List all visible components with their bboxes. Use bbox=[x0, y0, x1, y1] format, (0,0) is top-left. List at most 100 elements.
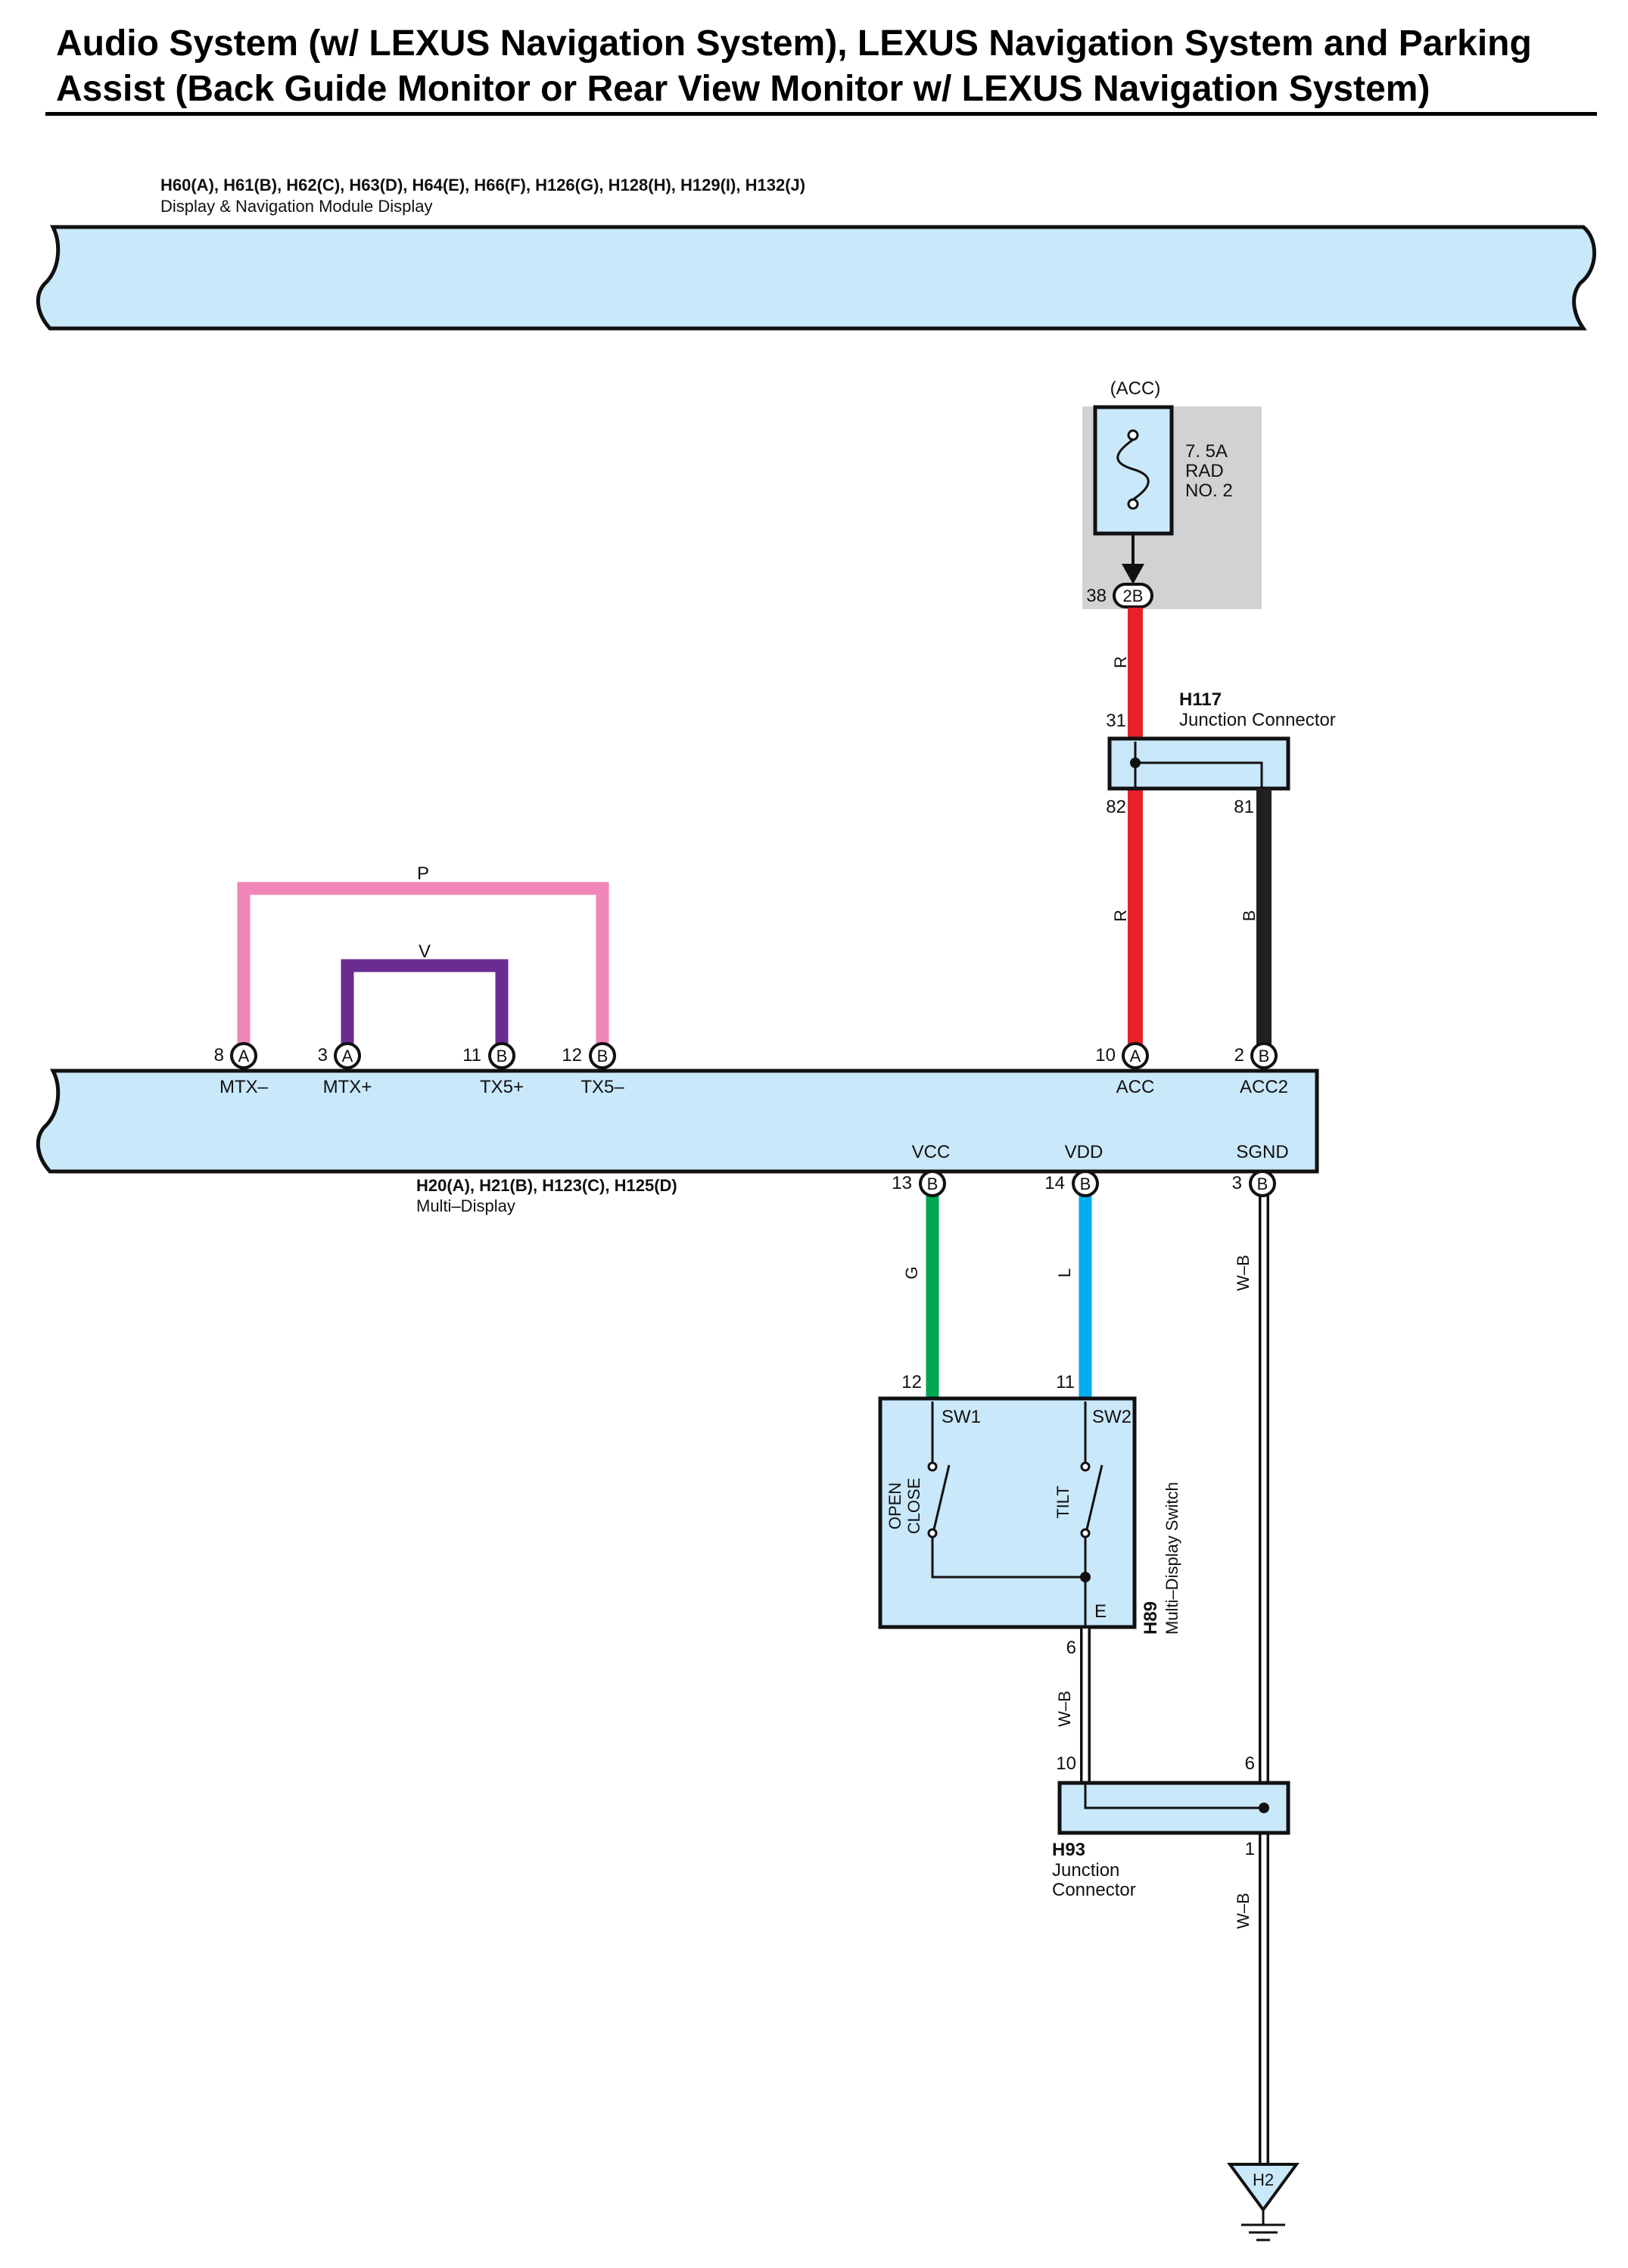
fuse-name-2: NO. 2 bbox=[1185, 481, 1233, 501]
pin-acc2-number: 2 bbox=[1234, 1045, 1244, 1066]
h93-name-2: Connector bbox=[1052, 1880, 1136, 1900]
pin-acc-connector: A bbox=[1130, 1047, 1141, 1066]
pin-vdd-connector: B bbox=[1080, 1174, 1091, 1193]
h89-sw2-function: TILT bbox=[1054, 1486, 1072, 1519]
pin-sgnd-connector: B bbox=[1257, 1174, 1268, 1193]
h89-sw1-label: SW1 bbox=[942, 1407, 981, 1427]
h89-e-label: E bbox=[1094, 1601, 1107, 1622]
wire-v bbox=[341, 959, 509, 1049]
h117-pin-b: 81 bbox=[1234, 797, 1254, 817]
pin-vcc-connector: B bbox=[927, 1174, 939, 1193]
h93-pin-out: 1 bbox=[1245, 1839, 1255, 1859]
pin-vcc-label: VCC bbox=[912, 1142, 951, 1162]
fuse-pin-number: 38 bbox=[1086, 586, 1107, 606]
h89-name: Multi–Display Switch bbox=[1163, 1482, 1181, 1635]
pin-mtx-minus-number: 8 bbox=[214, 1045, 224, 1066]
title-line-1: Audio System (w/ LEXUS Navigation System… bbox=[56, 23, 1532, 64]
h117-internal-link bbox=[1134, 742, 1263, 790]
h117-splice-point bbox=[1130, 758, 1141, 768]
pin-vdd-number: 14 bbox=[1044, 1173, 1065, 1193]
multi-display-connectors: H20(A), H21(B), H123(C), H125(D) bbox=[416, 1176, 677, 1195]
pin-tx5-plus-number: 11 bbox=[462, 1045, 481, 1066]
pin-acc-label: ACC bbox=[1116, 1077, 1155, 1097]
pin-sgnd-number: 3 bbox=[1232, 1173, 1242, 1193]
h89-body bbox=[878, 1396, 1137, 1629]
wire-v-label: V bbox=[419, 941, 431, 962]
h93-pin-left: 10 bbox=[1056, 1753, 1076, 1774]
h89-splice-point bbox=[1080, 1572, 1091, 1582]
pin-mtx-plus: 3 A MTX+ bbox=[318, 1042, 372, 1097]
h117-name: Junction Connector bbox=[1179, 710, 1336, 730]
pin-acc2-label: ACC2 bbox=[1240, 1077, 1288, 1097]
pin-tx5-minus-label: TX5– bbox=[581, 1077, 624, 1097]
pin-tx5-plus-label: TX5+ bbox=[480, 1077, 524, 1097]
ground-icon bbox=[1227, 2163, 1300, 2242]
diagram-title: Audio System (w/ LEXUS Navigation System… bbox=[56, 21, 1600, 112]
wire-l-label: L bbox=[1055, 1268, 1074, 1277]
fuse-icon bbox=[1116, 429, 1150, 510]
fuse-connector-terminal bbox=[1113, 583, 1153, 608]
wire-wb-sgnd-label: W–B bbox=[1234, 1255, 1253, 1291]
pin-tx5-plus-connector: B bbox=[496, 1047, 508, 1066]
h89-sw1-function-1: OPEN bbox=[886, 1482, 904, 1529]
wire-p-label: P bbox=[417, 863, 429, 884]
fuse-name-1: RAD bbox=[1185, 461, 1224, 481]
pin-tx5-minus-number: 12 bbox=[562, 1045, 582, 1066]
h93-pin-right: 6 bbox=[1245, 1753, 1255, 1774]
pin-mtx-minus-label: MTX– bbox=[219, 1077, 269, 1097]
wire-wb-switch-label: W–B bbox=[1055, 1691, 1074, 1727]
h89-sw2-switch bbox=[1080, 1402, 1103, 1627]
title-underline bbox=[45, 112, 1597, 116]
pin-vdd-label: VDD bbox=[1065, 1142, 1103, 1162]
pin-sgnd: 3 B bbox=[1232, 1170, 1276, 1197]
pin-vcc: 13 B bbox=[892, 1170, 946, 1197]
h89-id: H89 bbox=[1141, 1601, 1161, 1635]
pin-mtx-plus-label: MTX+ bbox=[323, 1077, 372, 1097]
fuse-connector-label: 2B bbox=[1123, 586, 1144, 605]
h93-id: H93 bbox=[1052, 1840, 1085, 1860]
fuse-power-label: (ACC) bbox=[1110, 378, 1161, 399]
pin-tx5-plus: 11 B TX5+ bbox=[462, 1042, 524, 1097]
h89-sw1-function-2: CLOSE bbox=[904, 1478, 923, 1535]
pin-sgnd-label: SGND bbox=[1236, 1142, 1288, 1162]
pin-mtx-minus-connector: A bbox=[238, 1047, 250, 1066]
wire-wb-ground-label: W–B bbox=[1234, 1893, 1253, 1929]
display-module-connectors: H60(A), H61(B), H62(C), H63(D), H64(E), … bbox=[160, 176, 805, 194]
h93-name-1: Junction bbox=[1052, 1860, 1119, 1881]
h89-sw1-switch bbox=[927, 1402, 1084, 1579]
h93-splice-point bbox=[1259, 1803, 1269, 1813]
title-line-2: Assist (Back Guide Monitor or Rear View … bbox=[56, 69, 1430, 109]
pin-mtx-plus-number: 3 bbox=[318, 1045, 328, 1066]
h89-pin-e: 6 bbox=[1066, 1638, 1076, 1658]
pin-acc2-connector: B bbox=[1259, 1047, 1270, 1066]
pin-mtx-minus: 8 A MTX– bbox=[214, 1042, 269, 1097]
h89-sw2-label: SW2 bbox=[1092, 1407, 1132, 1427]
pin-acc-number: 10 bbox=[1095, 1045, 1116, 1066]
h117-id: H117 bbox=[1179, 689, 1222, 710]
display-module-name: Display & Navigation Module Display bbox=[160, 197, 433, 216]
multi-display-body bbox=[36, 1069, 1319, 1174]
wire-b-label: B bbox=[1240, 910, 1259, 922]
wire-r-lower-label: R bbox=[1111, 910, 1130, 922]
wire-r-upper-label: R bbox=[1111, 656, 1130, 668]
h93-internal-link bbox=[1084, 1784, 1264, 1809]
multi-display-name: Multi–Display bbox=[416, 1196, 515, 1215]
h89-pin-sw1: 12 bbox=[901, 1372, 922, 1392]
pin-acc2: 2 B ACC2 bbox=[1234, 1042, 1288, 1097]
display-module-body bbox=[36, 225, 1596, 331]
wire-p bbox=[237, 882, 609, 1049]
pin-tx5-minus: 12 B TX5– bbox=[562, 1042, 624, 1097]
ground-label: H2 bbox=[1253, 2170, 1274, 2189]
pin-vcc-number: 13 bbox=[892, 1173, 912, 1193]
h117-pin-r: 82 bbox=[1106, 797, 1126, 817]
fuse-rating: 7. 5A bbox=[1185, 441, 1228, 462]
wire-g-label: G bbox=[902, 1266, 921, 1279]
pin-mtx-plus-connector: A bbox=[342, 1047, 353, 1066]
h89-pin-sw2: 11 bbox=[1056, 1372, 1075, 1392]
pin-tx5-minus-connector: B bbox=[597, 1047, 609, 1066]
pin-vdd: 14 B bbox=[1044, 1170, 1099, 1197]
h117-pin-in: 31 bbox=[1106, 711, 1126, 731]
fuse-arrow bbox=[1122, 564, 1144, 584]
pin-acc: 10 A ACC bbox=[1095, 1042, 1155, 1097]
